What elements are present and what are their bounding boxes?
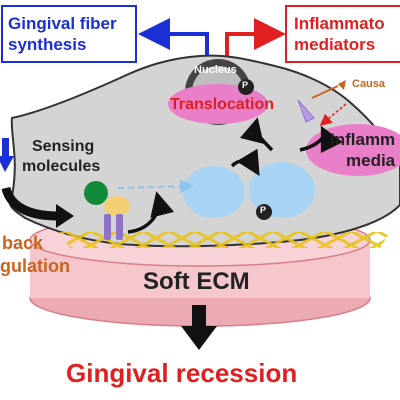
translocation-label: Translocation <box>170 96 275 113</box>
fiber-synthesis-line1: Gingival fiber <box>8 14 117 33</box>
feedback-blue-arrow-head <box>0 156 14 172</box>
feedback-blue-arrow-shaft <box>2 138 9 158</box>
inflammatory-mediators-line1: Inflammato <box>294 14 385 33</box>
phospho-marker-cytoplasm <box>256 204 272 220</box>
collagen-fiber-mesh <box>60 232 390 248</box>
outcome-arrow-head <box>181 326 217 350</box>
arrow-to-nucleus <box>239 117 274 152</box>
phospho-label-cytoplasm: P <box>260 205 267 215</box>
gingival-recession-label: Gingival recession <box>66 358 298 388</box>
feedback-regulation-line2: gulation <box>0 256 70 276</box>
signaling-protein-1 <box>183 166 245 218</box>
arrow-to-inflammation <box>299 125 343 154</box>
sensing-molecule-yellow <box>104 196 130 216</box>
inflammatory-blob-line2: media <box>346 151 396 170</box>
feedback-regulation-line1: back <box>2 233 44 253</box>
arrow-protein-interaction <box>230 148 260 177</box>
sensing-label-line1: Sensing <box>32 138 95 155</box>
signal-path-arrow <box>117 179 194 194</box>
causal-label: Causa <box>352 78 386 90</box>
inflammatory-blob-line1: Inflamm <box>330 130 396 149</box>
causal-arrow-tip <box>338 80 346 90</box>
sensing-label-line2: molecules <box>22 158 101 175</box>
arrow-to-fiber-synthesis <box>138 18 209 62</box>
arrow-receptor-activation <box>127 191 175 234</box>
phospho-label-nucleus: P <box>242 80 249 90</box>
causal-receptor <box>297 99 315 123</box>
causal-signal-arrow <box>319 103 347 126</box>
sensing-molecule-green <box>84 181 108 205</box>
outcome-arrow-shaft <box>192 305 206 329</box>
causal-connector-line <box>311 85 339 99</box>
gingival-fiber-box <box>1 5 137 63</box>
sensing-receptor-1 <box>104 214 111 240</box>
sensing-receptor-2 <box>116 214 123 240</box>
inflammatory-mediators-box <box>285 5 400 63</box>
arrow-to-inflammatory-mediators <box>225 18 286 62</box>
feedback-black-arrow <box>1 186 59 221</box>
feedback-black-arrow-head <box>56 204 74 228</box>
inflammatory-mediators-line2: mediators <box>294 35 376 54</box>
phospho-marker-nucleus <box>238 79 254 95</box>
signaling-protein-2 <box>249 162 315 218</box>
fiber-synthesis-line2: synthesis <box>8 35 87 54</box>
nucleus-label: Nucleus <box>194 64 237 76</box>
soft-ecm-label: Soft ECM <box>143 268 250 295</box>
